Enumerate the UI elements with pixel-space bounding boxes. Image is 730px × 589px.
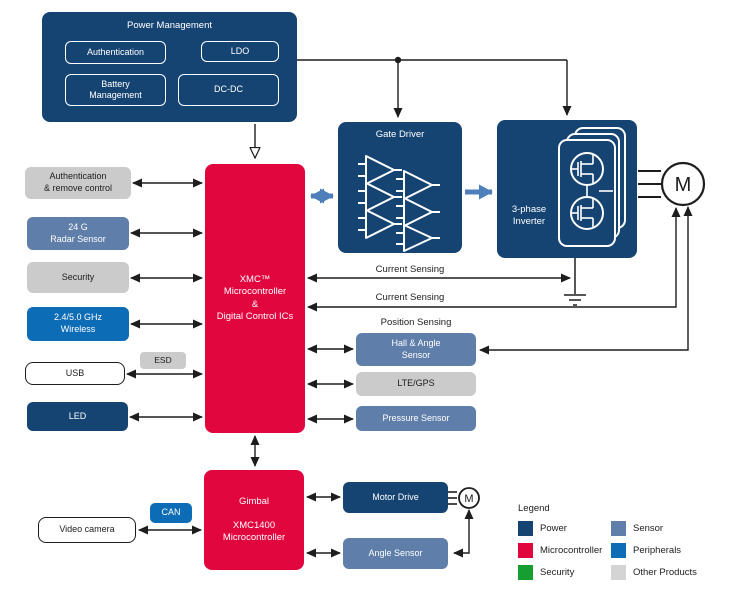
node-can: CAN (150, 503, 192, 523)
node-pressure-sensor: Pressure Sensor (356, 406, 476, 431)
legend-item-power: Power (518, 521, 567, 536)
node-led: LED (27, 402, 128, 431)
node-authentication: Authentication (65, 41, 166, 64)
legend-item-other-products: Other Products (611, 565, 697, 580)
node-usb: USB (25, 362, 125, 385)
inverter-motor-lines (638, 170, 661, 198)
legend-swatch-power (518, 521, 533, 536)
gimbal-motor-symbol: M (458, 487, 480, 509)
legend-item-security: Security (518, 565, 574, 580)
node-security: Security (27, 262, 129, 293)
legend-item-microcontroller: Microcontroller (518, 543, 602, 558)
node-wireless: 2.4/5.0 GHz Wireless (27, 307, 129, 341)
current-sensing-label-2: Current Sensing (375, 292, 445, 303)
node-motor-drive: Motor Drive (343, 482, 448, 513)
legend-label: Power (540, 523, 567, 534)
legend-label: Sensor (633, 523, 664, 534)
node-ldo: LDO (201, 41, 279, 62)
legend-swatch-sensor (611, 521, 626, 536)
current-sensing-label-1: Current Sensing (375, 264, 445, 275)
mosfet-bridge-icon (558, 127, 626, 247)
amplifier-icons (358, 155, 440, 252)
node-auth-remote-control: Authentication & remove control (25, 167, 131, 199)
node-lte-gps: LTE/GPS (356, 372, 476, 396)
node-3phase-inverter: 3-phase Inverter (497, 120, 637, 258)
legend-title: Legend (518, 503, 550, 514)
node-gimbal-mcu: Gimbal XMC1400 Microcontroller (204, 470, 304, 570)
node-xmc-microcontroller: XMC™ Microcontroller & Digital Control I… (205, 164, 305, 433)
legend-item-sensor: Sensor (611, 521, 663, 536)
legend-swatch-microcontroller (518, 543, 533, 558)
ground-symbol (564, 258, 586, 306)
legend-label: Security (540, 567, 575, 578)
node-battery-management: Battery Management (65, 74, 166, 106)
node-esd: ESD (140, 352, 186, 369)
node-hall-angle-sensor: Hall & Angle Sensor (356, 333, 476, 366)
gate-driver-title: Gate Driver (375, 129, 425, 140)
junction-dot (394, 56, 402, 64)
node-dcdc: DC-DC (178, 74, 279, 106)
legend-swatch-other-products (611, 565, 626, 580)
node-gate-driver: Gate Driver (338, 122, 462, 253)
legend-label: Other Products (633, 567, 697, 578)
legend-label: Microcontroller (540, 545, 603, 556)
node-video-camera: Video camera (38, 517, 136, 543)
power-management-title: Power Management (126, 20, 213, 31)
node-angle-sensor: Angle Sensor (343, 538, 448, 569)
motor-symbol: M (660, 161, 706, 207)
gimbal-motor-label: M (464, 493, 473, 505)
node-radar-sensor: 24 G Radar Sensor (27, 217, 129, 250)
legend-item-peripherals: Peripherals (611, 543, 681, 558)
legend-swatch-security (518, 565, 533, 580)
position-sensing-label: Position Sensing (380, 317, 452, 328)
motor-label: M (675, 174, 692, 196)
legend-label: Peripherals (633, 545, 682, 556)
node-power-management: Power Management Authentication LDO Batt… (42, 12, 297, 122)
legend-swatch-peripherals (611, 543, 626, 558)
